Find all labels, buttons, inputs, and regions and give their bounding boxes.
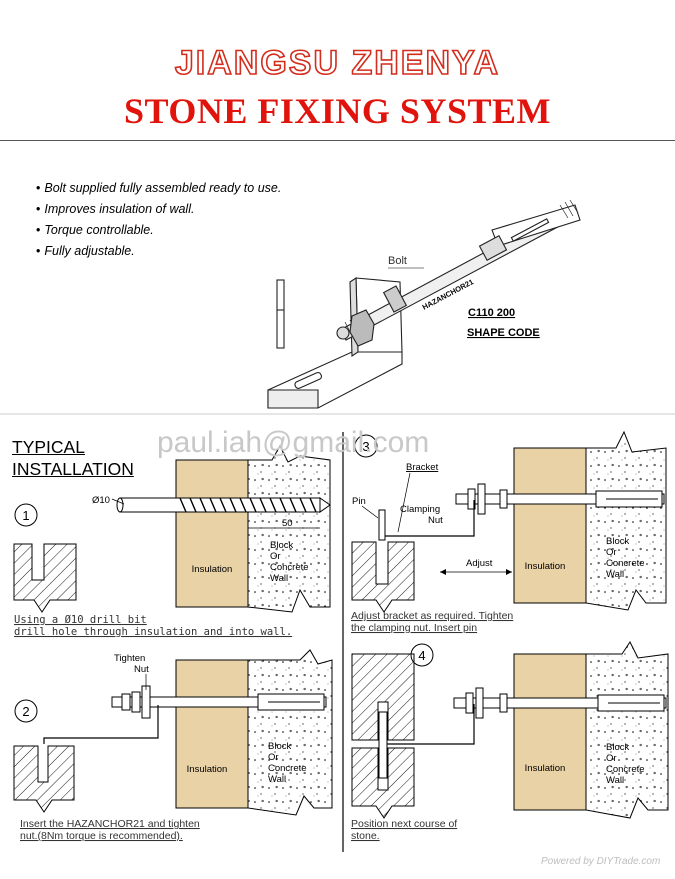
shape-code-label: SHAPE CODE xyxy=(467,327,540,339)
product-title: STONE FIXING SYSTEM xyxy=(124,91,551,131)
section-title-line: INSTALLATION xyxy=(12,459,134,479)
wall-label: Block Or Concrete Wall xyxy=(606,536,645,580)
depth-label: 50 xyxy=(282,518,293,529)
insulation-block xyxy=(513,447,587,604)
stone-panel xyxy=(351,541,415,613)
step-caption: the clamping nut. Insert pin xyxy=(351,622,477,634)
svg-text:Block: Block xyxy=(268,741,291,752)
svg-text:Or: Or xyxy=(606,547,617,558)
step-1-diagram: 1 Insulation Block Or Concrete Wall Ø10 … xyxy=(13,444,331,613)
wall-label: Block Or Concrete Wall xyxy=(606,742,645,786)
bracket xyxy=(384,704,475,745)
anchor-bolt xyxy=(111,685,327,719)
svg-text:Concrete: Concrete xyxy=(606,764,645,775)
step-number: 2 xyxy=(22,704,29,719)
email-watermark: paul.iah@gmail.com xyxy=(157,426,430,459)
step-caption: Insert the HAZANCHOR21 and tighten xyxy=(20,818,200,830)
clamping-nut-label: Clamping xyxy=(400,504,440,515)
insulation-block xyxy=(175,459,249,608)
concrete-wall xyxy=(247,444,331,613)
feature-list: Bolt supplied fully assembled ready to u… xyxy=(36,178,281,262)
stone-panel-upper xyxy=(351,653,415,741)
feature-item: Bolt supplied fully assembled ready to u… xyxy=(36,178,281,199)
section-title: TYPICAL INSTALLATION xyxy=(12,436,134,480)
anchor-bolt xyxy=(453,687,667,719)
pin xyxy=(378,711,388,779)
svg-text:Or: Or xyxy=(606,753,617,764)
step-caption: Position next course of xyxy=(351,818,457,830)
svg-text:Block: Block xyxy=(270,540,293,551)
pin-label: Pin xyxy=(352,496,366,507)
step-number-circle xyxy=(14,699,38,723)
stone-panel xyxy=(13,745,75,813)
feature-item: Torque controllable. xyxy=(36,220,281,241)
insulation-label: Insulation xyxy=(525,561,566,572)
insulation-label: Insulation xyxy=(192,564,233,575)
step-caption: stone. xyxy=(351,830,380,842)
clamping-nut-label: Nut xyxy=(428,515,443,526)
bracket xyxy=(43,737,152,744)
feature-text: Fully adjustable. xyxy=(44,244,135,258)
company-title: JIANGSU ZHENYA xyxy=(174,43,501,83)
concrete-wall xyxy=(585,641,669,819)
tighten-label: Nut xyxy=(134,664,149,675)
svg-text:Or: Or xyxy=(268,752,279,763)
feature-item: Improves insulation of wall. xyxy=(36,199,281,220)
pin xyxy=(378,509,386,541)
feature-item: Fully adjustable. xyxy=(36,241,281,262)
product-bolt-drawing xyxy=(267,199,581,409)
shape-code-value: C110 200 xyxy=(468,307,515,319)
step-number: 1 xyxy=(22,508,29,523)
svg-text:Or: Or xyxy=(270,551,281,562)
feature-text: Improves insulation of wall. xyxy=(44,202,195,216)
stone-panel-lower xyxy=(351,747,415,819)
wall-label: Block Or Concrete Wall xyxy=(270,540,309,584)
step-caption: Using a Ø10 drill bit xyxy=(14,614,147,626)
step-number-circle xyxy=(354,434,378,458)
svg-text:Wall: Wall xyxy=(268,774,286,785)
svg-text:Block: Block xyxy=(606,536,629,547)
drill-diameter-label: Ø10 xyxy=(92,495,110,506)
step-number-circle xyxy=(14,503,38,527)
svg-text:Concrete: Concrete xyxy=(606,558,645,569)
svg-text:Block: Block xyxy=(606,742,629,753)
step-4-diagram: 4 Insulation Block Or Concrete Wall xyxy=(351,641,669,819)
bracket-label: Bracket xyxy=(406,462,439,473)
insulation-label: Insulation xyxy=(525,763,566,774)
section-title-line: TYPICAL xyxy=(12,437,85,457)
adjust-label: Adjust xyxy=(466,558,493,569)
step-number: 4 xyxy=(418,648,425,663)
step-caption: nut.(8Nm torque is recommended). xyxy=(20,830,183,842)
step-caption: drill hole through insulation and into w… xyxy=(14,626,292,638)
insulation-block xyxy=(175,659,249,809)
step-3-diagram: 3 Insulation Block Or Concrete Wall Brac… xyxy=(351,430,667,613)
stone-panel xyxy=(13,543,77,613)
footer-watermark: Powered by DIYTrade.com xyxy=(541,856,661,867)
drill-bit xyxy=(116,497,331,513)
svg-text:Wall: Wall xyxy=(606,775,624,786)
header-divider xyxy=(0,140,675,141)
wall-label: Block Or Concrete Wall xyxy=(268,741,307,785)
insulation-label: Insulation xyxy=(187,764,228,775)
concrete-wall xyxy=(585,430,667,611)
bolt-label: Bolt xyxy=(388,255,407,267)
insulation-block xyxy=(513,653,587,811)
feature-text: Torque controllable. xyxy=(44,223,154,237)
svg-text:Wall: Wall xyxy=(270,573,288,584)
anchor-bolt xyxy=(455,483,665,515)
svg-text:Wall: Wall xyxy=(606,569,624,580)
svg-text:Concrete: Concrete xyxy=(268,763,307,774)
step-number: 3 xyxy=(362,439,369,454)
feature-text: Bolt supplied fully assembled ready to u… xyxy=(44,181,282,195)
step-caption: Adjust bracket as required. Tighten xyxy=(351,610,513,622)
svg-text:Concrete: Concrete xyxy=(270,562,309,573)
tighten-label: Tighten xyxy=(114,653,145,664)
concrete-wall xyxy=(247,649,333,816)
step-2-diagram: 2 Insulation Block Or Concrete Wall Tigh… xyxy=(13,649,333,816)
